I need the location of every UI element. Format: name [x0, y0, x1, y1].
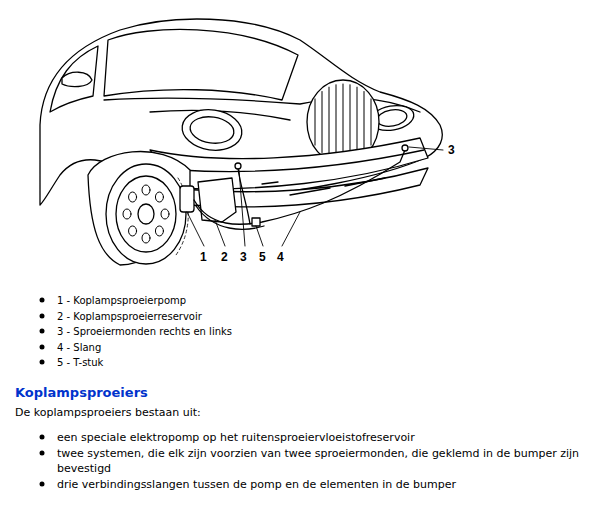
leader-line	[282, 212, 300, 246]
tyre	[106, 164, 186, 264]
headlight-right-inner	[376, 108, 408, 129]
grille-bar	[350, 85, 351, 159]
pump	[180, 186, 194, 212]
rim	[116, 176, 176, 252]
t-piece	[252, 218, 260, 226]
list-item: drie verbindingsslangen tussen de pomp e…	[57, 477, 582, 492]
rim-hole	[142, 233, 150, 243]
headlight-left	[180, 106, 245, 154]
legend-item: 2 - Koplampsproeierreservoir	[57, 309, 202, 324]
leader-line	[215, 220, 225, 246]
bullet	[40, 329, 45, 334]
windshield	[104, 29, 298, 100]
callout-number: 5	[259, 250, 266, 265]
grille-bar	[315, 99, 316, 145]
headlight-left-inner	[188, 114, 235, 146]
rim-hole	[161, 209, 169, 219]
grille-bar	[364, 92, 365, 153]
rim-hole	[129, 226, 137, 236]
callout-number: 1	[200, 250, 207, 265]
side-window	[50, 46, 98, 112]
section-heading: Koplampsproeiers	[15, 385, 148, 400]
grille-bar	[336, 85, 337, 159]
callout-number: 3	[240, 250, 247, 265]
grille-bar	[371, 99, 372, 145]
bumper-slots	[262, 178, 385, 195]
bullet	[40, 345, 45, 350]
legend-item: 5 - T-stuk	[57, 355, 103, 370]
nozzle-right	[402, 145, 408, 151]
leader-line	[239, 170, 245, 246]
grille-bar	[329, 87, 330, 157]
bumper-line	[180, 150, 424, 172]
bullet	[40, 360, 45, 365]
rim-hole	[123, 209, 131, 219]
legend-item: 3 - Sproeiermonden rechts en links	[57, 324, 232, 339]
rim-hole	[155, 192, 163, 202]
bullet	[40, 482, 45, 487]
rim-hole	[155, 226, 163, 236]
list-item: twee systemen, die elk zijn voorzien van…	[57, 446, 582, 476]
bullet	[40, 298, 45, 303]
callout-number: 3	[448, 143, 455, 158]
intro-text: De koplampsproeiers bestaan uit:	[15, 405, 201, 420]
callout-number: 2	[221, 250, 228, 265]
rim-hole	[142, 185, 150, 195]
nozzle-left	[235, 163, 241, 169]
hose	[196, 206, 264, 229]
bullet	[40, 314, 45, 319]
grille-bar	[357, 87, 358, 157]
legend-item: 4 - Slang	[57, 340, 101, 355]
grille-bar	[322, 92, 323, 153]
bullet	[40, 451, 45, 456]
hub	[138, 204, 154, 224]
list-item: een speciale elektropomp op het ruitensp…	[57, 430, 582, 445]
leader-line	[256, 226, 263, 246]
wheel-arch	[88, 151, 190, 265]
rim-hole	[129, 192, 137, 202]
callout-number: 4	[277, 250, 284, 265]
grille-bar	[343, 84, 344, 160]
legend-item: 1 - Koplampsproeierpomp	[57, 293, 186, 308]
leader-line	[187, 212, 204, 246]
leader-line	[409, 147, 443, 150]
bullet	[40, 435, 45, 440]
mirror	[62, 72, 92, 86]
